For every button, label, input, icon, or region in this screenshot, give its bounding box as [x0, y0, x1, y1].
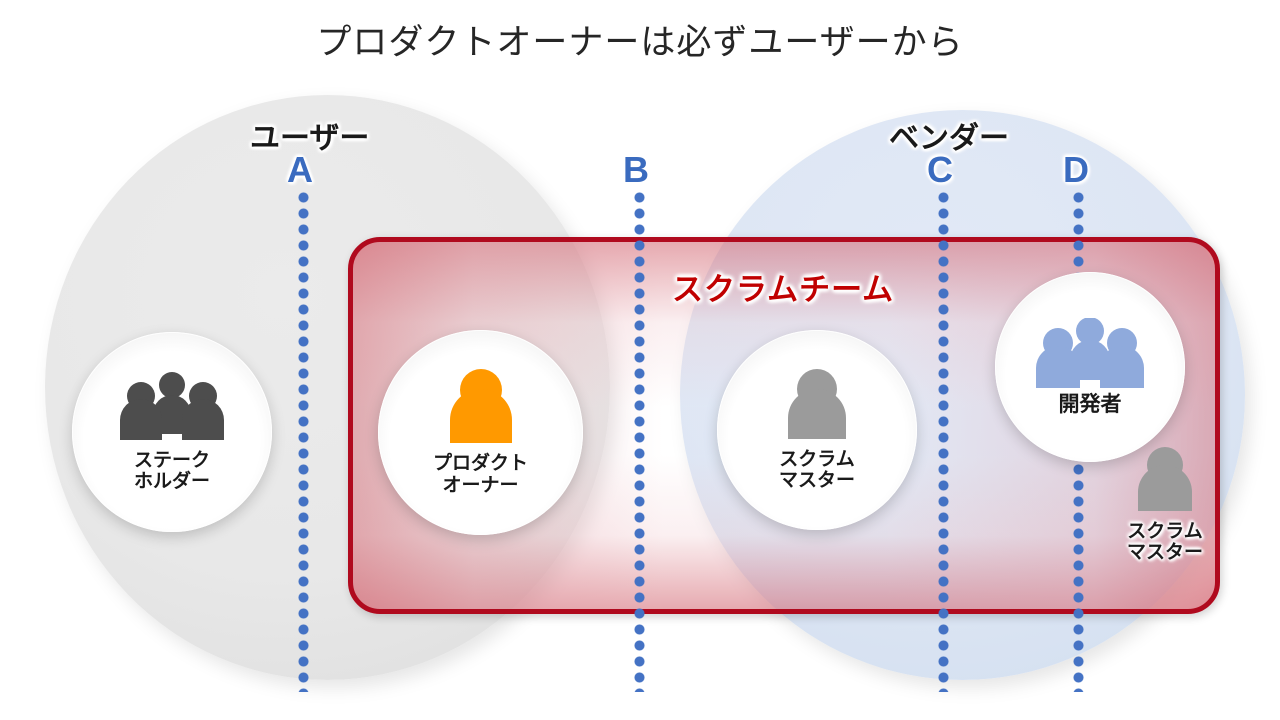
single-person-icon	[442, 369, 520, 450]
role-label-scrum-master-alt: スクラム マスター	[1126, 521, 1203, 564]
scrum-team-label: スクラムチーム	[672, 272, 895, 307]
dotted-line-c	[938, 192, 949, 692]
role-bubble-scrum-master[interactable]: スクラム マスター	[717, 330, 917, 530]
role-label-scrum-master: スクラム マスター	[778, 448, 855, 491]
dotted-line-label-b: B	[623, 149, 649, 190]
dotted-line-b	[634, 192, 645, 692]
dotted-line-a	[298, 192, 309, 692]
role-bubble-product-owner[interactable]: プロダクト オーナー	[378, 330, 583, 535]
group-label-users: ユーザー	[250, 122, 370, 155]
dotted-line-label-c: C	[927, 149, 953, 190]
role-label-product-owner: プロダクト オーナー	[432, 453, 528, 496]
dotted-line-label-d: D	[1063, 149, 1089, 190]
role-bubble-developer[interactable]: 開発者	[995, 272, 1185, 462]
group-of-three-people-icon	[1035, 316, 1145, 395]
role-label-developer: 開発者	[1058, 392, 1122, 416]
group-of-three-people-icon	[117, 371, 227, 447]
single-person-icon	[780, 368, 854, 446]
dotted-line-label-a: A	[287, 149, 313, 190]
group-label-vendor: ベンダー	[889, 122, 1009, 155]
role-bubble-stakeholder[interactable]: ステーク ホルダー	[72, 332, 272, 532]
single-person-icon	[1131, 447, 1199, 518]
role-item-scrum-master-alt[interactable]: スクラム マスター	[1085, 447, 1245, 564]
page-title: プロダクトオーナーは必ずユーザーから	[316, 23, 964, 62]
role-label-stakeholder: ステーク ホルダー	[133, 449, 210, 492]
